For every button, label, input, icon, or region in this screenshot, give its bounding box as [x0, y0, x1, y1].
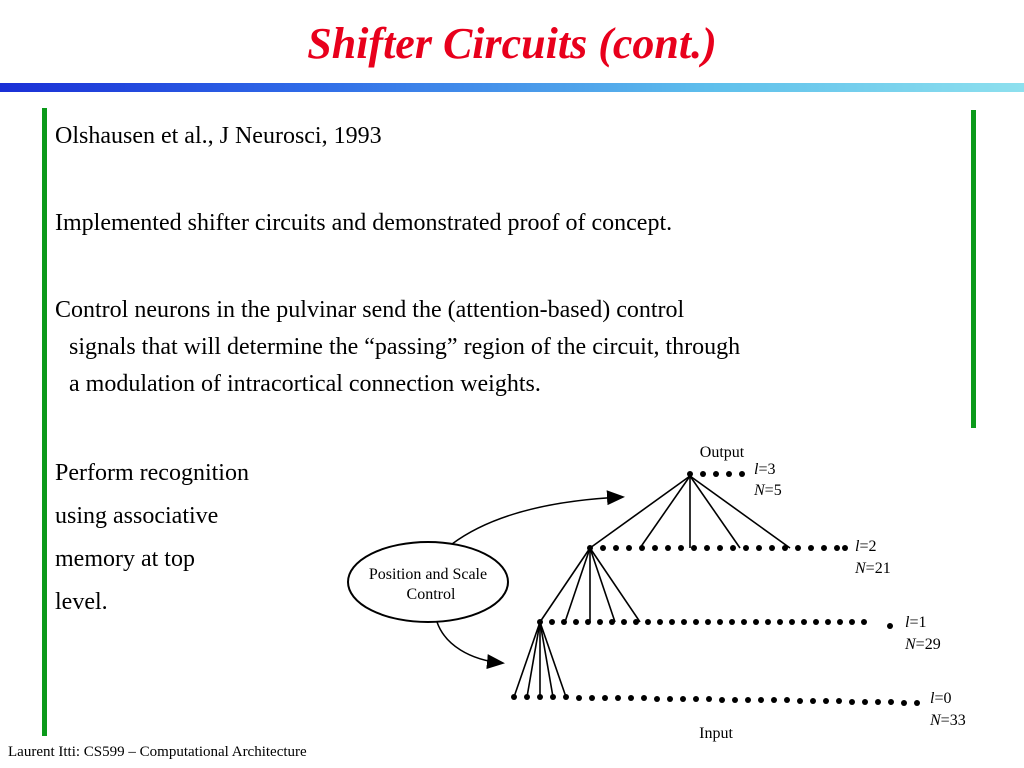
paragraph-control-neurons: Control neurons in the pulvinar send the… — [55, 292, 955, 403]
paragraph-line: using associative — [55, 503, 219, 529]
paragraph-line: signals that will determine the “passing… — [69, 334, 741, 360]
output-label: Output — [700, 444, 745, 461]
connection-lines — [513, 475, 791, 698]
slide-title: Shifter Circuits (cont.) — [307, 19, 717, 68]
paragraph-line: memory at top — [55, 546, 195, 572]
svg-text:l=1: l=1 — [905, 614, 926, 631]
control-arrow-bottom — [436, 621, 505, 670]
control-ellipse — [347, 541, 509, 623]
right-green-rule — [971, 110, 976, 428]
svg-text:l=0: l=0 — [930, 690, 951, 707]
citation-text: Olshausen et al., J Neurosci, 1993 — [55, 123, 382, 149]
input-label: Input — [699, 725, 733, 742]
level-label-l3: l=3 N=5 — [753, 461, 782, 499]
svg-text:l=3: l=3 — [754, 461, 775, 478]
left-green-rule — [42, 108, 47, 736]
control-label-line1: Position and Scale — [369, 566, 487, 583]
paragraph-recognition: Perform recognition using associative me… — [55, 452, 355, 624]
svg-text:l=2: l=2 — [855, 538, 876, 555]
paragraph-line: a modulation of intracortical connection… — [69, 371, 541, 397]
level-label-l0: l=0 N=33 — [929, 690, 966, 729]
paragraph-line: Control neurons in the pulvinar send the… — [55, 297, 685, 323]
level-label-l2: l=2 N=21 — [854, 538, 891, 577]
unit-dots — [511, 471, 920, 706]
control-label-line2: Control — [407, 586, 456, 603]
svg-text:N=21: N=21 — [854, 560, 891, 577]
paragraph-line: level. — [55, 589, 108, 615]
title-underline-bar — [0, 83, 1024, 92]
paragraph-implemented: Implemented shifter circuits and demonst… — [55, 210, 673, 236]
paragraph-line: Perform recognition — [55, 460, 249, 486]
svg-text:N=29: N=29 — [904, 636, 941, 653]
level-label-l1: l=1 N=29 — [904, 614, 941, 653]
control-arrow-top — [451, 490, 625, 545]
footer-text: Laurent Itti: CS599 – Computational Arch… — [8, 744, 307, 760]
svg-text:N=33: N=33 — [929, 712, 966, 729]
svg-text:N=5: N=5 — [753, 482, 782, 499]
